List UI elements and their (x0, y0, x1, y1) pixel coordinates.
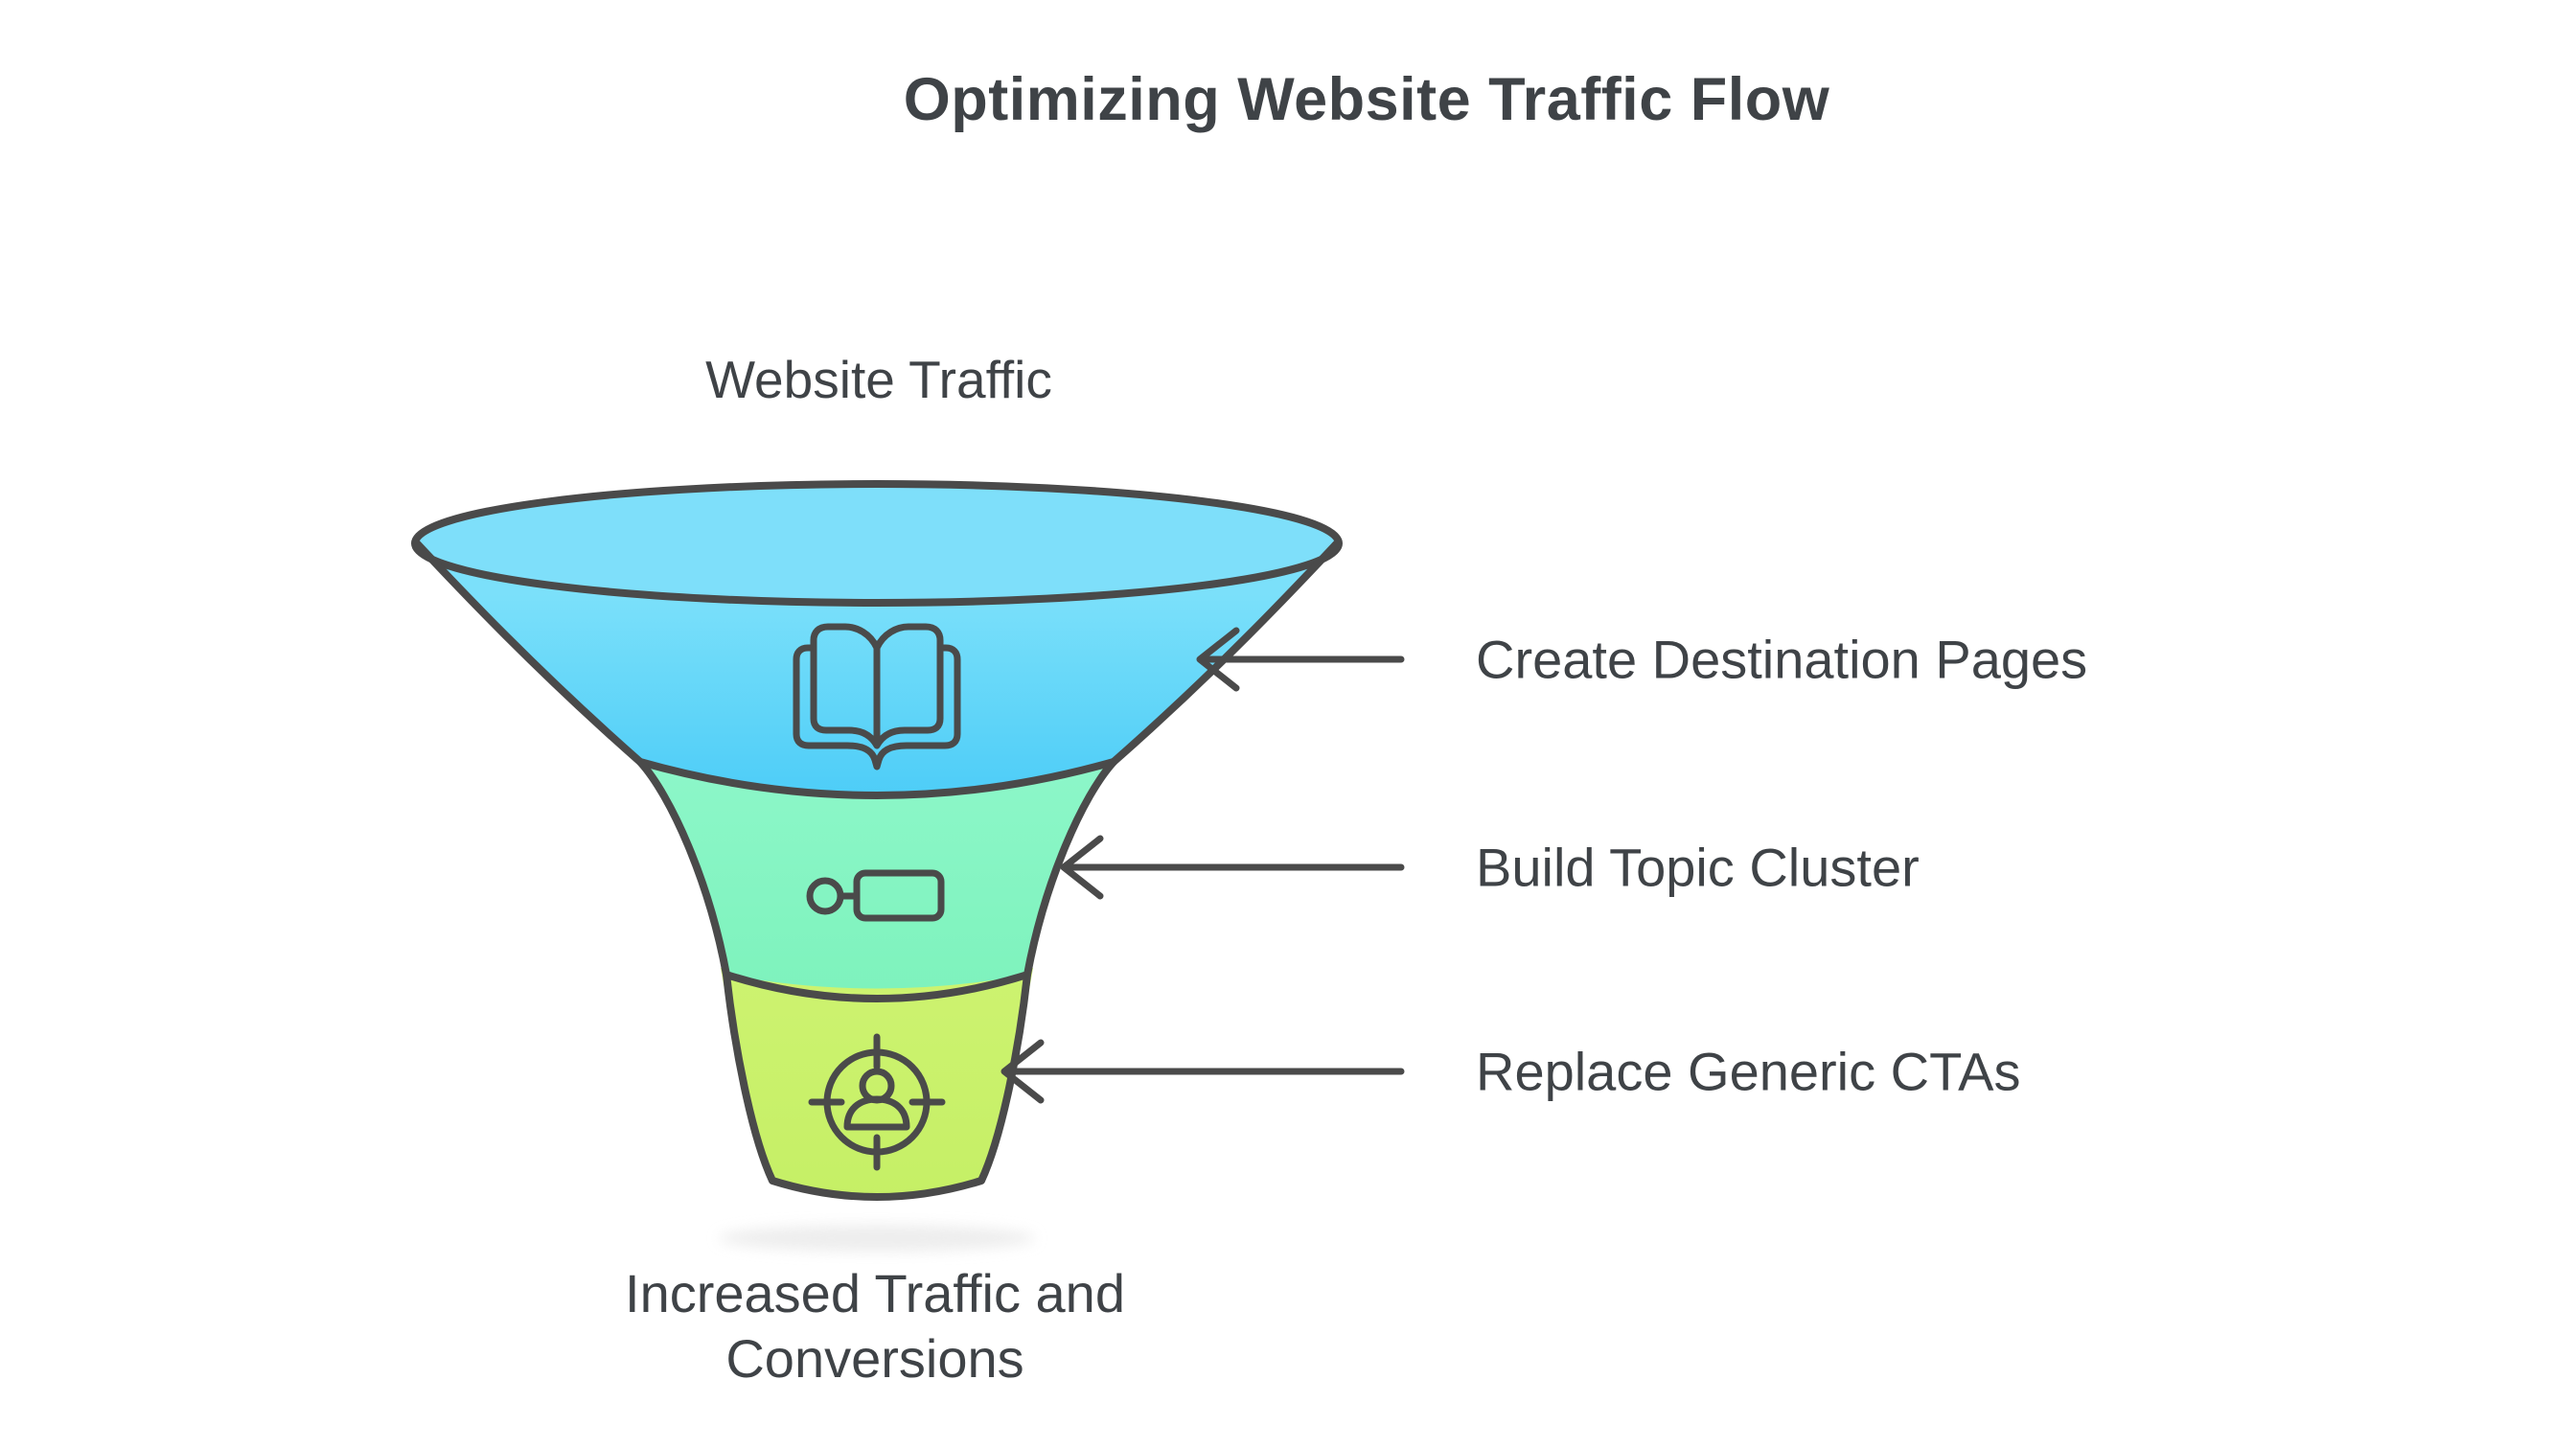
funnel-shadow (719, 1225, 1035, 1252)
open-book-icon (793, 623, 961, 770)
toggle-icon (806, 869, 945, 922)
arrow-replace-generic-ctas (1000, 1039, 1405, 1104)
funnel-top-ellipse (411, 480, 1343, 607)
arrow-create-destination-pages (1196, 627, 1405, 692)
annotation-create-destination-pages: Create Destination Pages (1476, 629, 2088, 690)
stage2-stage3-boundary (723, 971, 1031, 1002)
stage1-stage2-boundary (636, 758, 1117, 799)
funnel-outline (413, 540, 1341, 1201)
target-audience-icon (808, 1033, 946, 1171)
funnel-stage-3 (721, 968, 1033, 1197)
funnel-bottom-label: Increased Traffic and Conversions (625, 1263, 1125, 1390)
funnel-top-label: Website Traffic (705, 350, 1052, 409)
page-title: Optimizing Website Traffic Flow (903, 66, 1830, 133)
annotation-replace-generic-ctas: Replace Generic CTAs (1476, 1041, 2021, 1102)
annotation-build-topic-cluster: Build Topic Cluster (1476, 837, 1920, 898)
arrow-build-topic-cluster (1060, 835, 1405, 900)
